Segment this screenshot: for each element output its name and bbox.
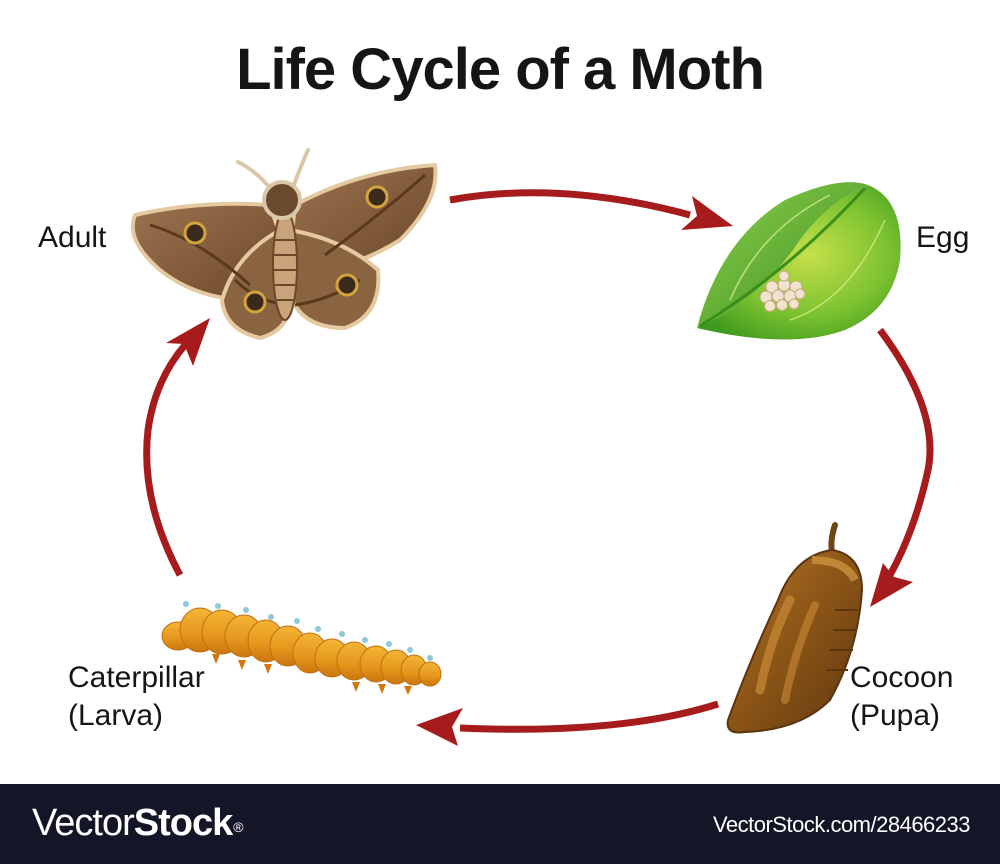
watermark-footer: VectorStock® VectorStock.com/28466233 [0,784,1000,864]
page-title: Life Cycle of a Moth [236,37,765,102]
stage-label-cocoon-line2: (Pupa) [850,699,941,732]
stage-label-cocoon: Cocoon (Pupa) [850,659,953,735]
cocoon-icon [726,522,864,734]
stage-label-caterpillar-line1: Caterpillar [68,661,205,694]
arrow-egg-to-cocoon [877,327,934,577]
arrowhead-egg-to-cocoon [870,563,913,607]
moth-icon [130,148,438,341]
arrow-caterpillar-to-adult [143,342,188,577]
stage-label-caterpillar-line2: (Larva) [68,699,164,732]
life-cycle-diagram [130,148,934,746]
stage-label-cocoon-line1: Cocoon [850,661,954,694]
registered-mark-icon: ® [233,819,243,835]
arrowhead-adult-to-egg [681,196,733,230]
stage-label-caterpillar: Caterpillar (Larva) [68,659,205,735]
arrow-cocoon-to-caterpillar [459,700,720,733]
brand-light: Vector [32,802,135,844]
vectorstock-logo: VectorStock® [32,800,244,846]
caterpillar-icon [161,601,442,695]
leaf-with-eggs-icon [697,182,901,340]
egg-cluster [759,270,806,312]
stage-label-adult: Adult [38,221,107,254]
arrowhead-caterpillar-to-adult [166,318,210,366]
stage-label-egg: Egg [916,221,970,254]
brand-bold: Stock [133,802,233,844]
image-id-url: VectorStock.com/28466233 [712,812,971,837]
arrow-adult-to-egg [449,189,691,219]
arrowhead-cocoon-to-caterpillar [416,708,463,746]
